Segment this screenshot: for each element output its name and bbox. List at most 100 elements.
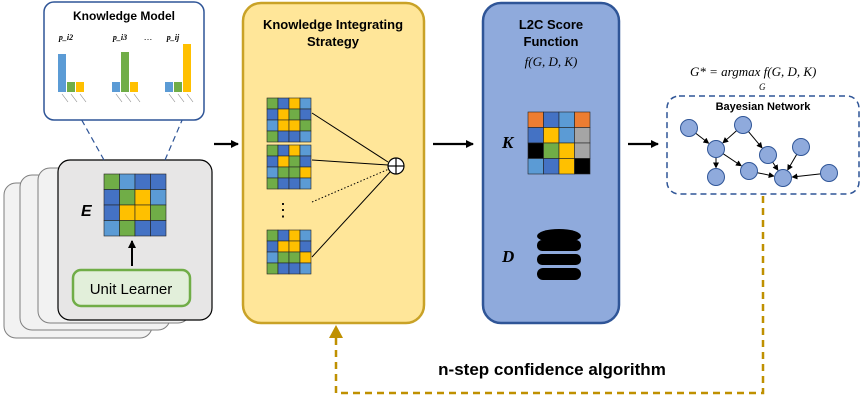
bayesian-edge xyxy=(787,154,798,171)
matrix-e-cell xyxy=(150,189,167,206)
matrix-k-cell xyxy=(527,127,544,144)
database-icon xyxy=(537,229,581,280)
int-matrix-1-cell xyxy=(266,119,279,132)
int-matrix-2-cell xyxy=(277,166,290,179)
bayesian-node xyxy=(707,140,725,158)
matrix-k-cell xyxy=(574,142,591,159)
bar-group-ellipsis: … xyxy=(144,32,153,42)
int-matrix-1-cell xyxy=(277,97,290,110)
matrix-e-cell xyxy=(103,220,120,237)
bar-tick xyxy=(124,93,132,103)
int-matrix-1-cell xyxy=(288,108,301,121)
matrix-e-cell xyxy=(134,220,151,237)
feedback-label: n-step confidence algorithm xyxy=(438,360,666,379)
int-matrix-1-cell xyxy=(288,130,301,143)
matrix-k-cell xyxy=(527,111,544,128)
int-matrix-1-cell xyxy=(299,97,312,110)
int-matrix-3-cell xyxy=(277,240,290,253)
feedback-path xyxy=(334,196,765,395)
bayesian-formula: G* = argmax f(G, D, K) xyxy=(690,64,816,79)
int-matrix-2-cell xyxy=(277,144,290,157)
bar-tick xyxy=(79,93,87,103)
knowledge-bar xyxy=(112,82,120,92)
int-matrix-2-cell xyxy=(277,177,290,190)
bayesian-node xyxy=(707,168,725,186)
bar-tick xyxy=(186,93,194,103)
int-matrix-1-cell xyxy=(277,130,290,143)
matrix-k-label: K xyxy=(501,133,515,152)
data-d-label: D xyxy=(501,247,514,266)
unit-learner-button[interactable]: Unit Learner xyxy=(71,268,192,308)
matrix-e-cell xyxy=(150,220,167,237)
merge-line-1 xyxy=(311,112,389,163)
int-matrix-1-cell xyxy=(277,119,290,132)
bayesian-edge xyxy=(695,132,710,144)
unit-learner-label: Unit Learner xyxy=(90,281,173,298)
bayesian-node xyxy=(680,119,698,137)
int-matrix-1-cell xyxy=(299,108,312,121)
matrix-k-cell xyxy=(543,111,560,128)
int-matrix-2-cell xyxy=(266,144,279,157)
knowledge-bar xyxy=(58,54,66,92)
bayesian-formula-sub: G xyxy=(759,82,766,92)
knowledge-bar xyxy=(165,82,173,92)
bayesian-edge xyxy=(722,153,742,167)
matrix-e-cell xyxy=(119,189,136,206)
int-matrix-3-cell xyxy=(277,251,290,264)
knowledge-bar xyxy=(183,44,191,92)
feedback-arrowhead xyxy=(329,325,343,338)
integrating-strategy-panel: Knowledge Integrating Strategy ⋮ xyxy=(241,1,426,325)
score-title-line1: L2C Score xyxy=(519,17,583,32)
int-matrix-2-cell xyxy=(299,144,312,157)
knowledge-model-title: Knowledge Model xyxy=(73,9,175,23)
int-matrix-3-cell xyxy=(277,262,290,275)
int-matrix-2-cell xyxy=(266,166,279,179)
int-matrix-1-cell xyxy=(266,130,279,143)
bayesian-node xyxy=(774,169,792,187)
bayesian-node xyxy=(792,138,810,156)
int-matrix-3-cell xyxy=(288,251,301,264)
int-matrix-3-cell xyxy=(299,240,312,253)
matrix-k-cell xyxy=(558,142,575,159)
bayesian-edge xyxy=(772,161,779,171)
int-matrix-2-cell xyxy=(288,177,301,190)
int-matrix-3-cell xyxy=(299,251,312,264)
knowledge-bar xyxy=(67,82,75,92)
matrix-e-cell xyxy=(134,204,151,221)
matrix-k-cell xyxy=(543,127,560,144)
int-matrix-3-cell xyxy=(266,262,279,275)
merge-line-4 xyxy=(311,171,391,258)
integrating-title-line1: Knowledge Integrating xyxy=(263,17,403,32)
int-matrix-3-cell xyxy=(288,240,301,253)
matrix-e-cell xyxy=(119,220,136,237)
bar-group-label: p_ij xyxy=(166,33,180,42)
int-matrix-2-cell xyxy=(288,166,301,179)
bayesian-edge xyxy=(722,130,737,144)
int-matrix-3-cell xyxy=(299,229,312,242)
score-function-panel: L2C Score Function f(G, D, K) K D xyxy=(481,1,621,325)
int-matrix-2-cell xyxy=(266,177,279,190)
matrix-k-cell xyxy=(558,158,575,175)
int-matrix-2-cell xyxy=(299,177,312,190)
matrix-k-cell xyxy=(543,158,560,175)
int-matrix-1-cell xyxy=(299,130,312,143)
int-matrix-3-cell xyxy=(288,229,301,242)
bar-tick xyxy=(177,93,185,103)
bar-group-label: p_i3 xyxy=(112,33,127,42)
merge-line-2 xyxy=(311,159,389,166)
bayesian-network-panel: Bayesian Network xyxy=(666,95,860,195)
int-matrix-2-cell xyxy=(277,155,290,168)
knowledge-bar xyxy=(121,52,129,92)
score-title-line2: Function xyxy=(524,34,579,49)
bayesian-edge xyxy=(757,172,775,179)
bayesian-node xyxy=(820,164,838,182)
matrix-e-cell xyxy=(150,204,167,221)
bar-tick xyxy=(115,93,123,103)
matrix-k xyxy=(527,111,591,175)
bar-tick xyxy=(61,93,69,103)
matrix-e-cell xyxy=(119,173,136,190)
int-matrix-3-cell xyxy=(266,229,279,242)
matrix-k-cell xyxy=(558,111,575,128)
matrix-e-cell xyxy=(134,173,151,190)
